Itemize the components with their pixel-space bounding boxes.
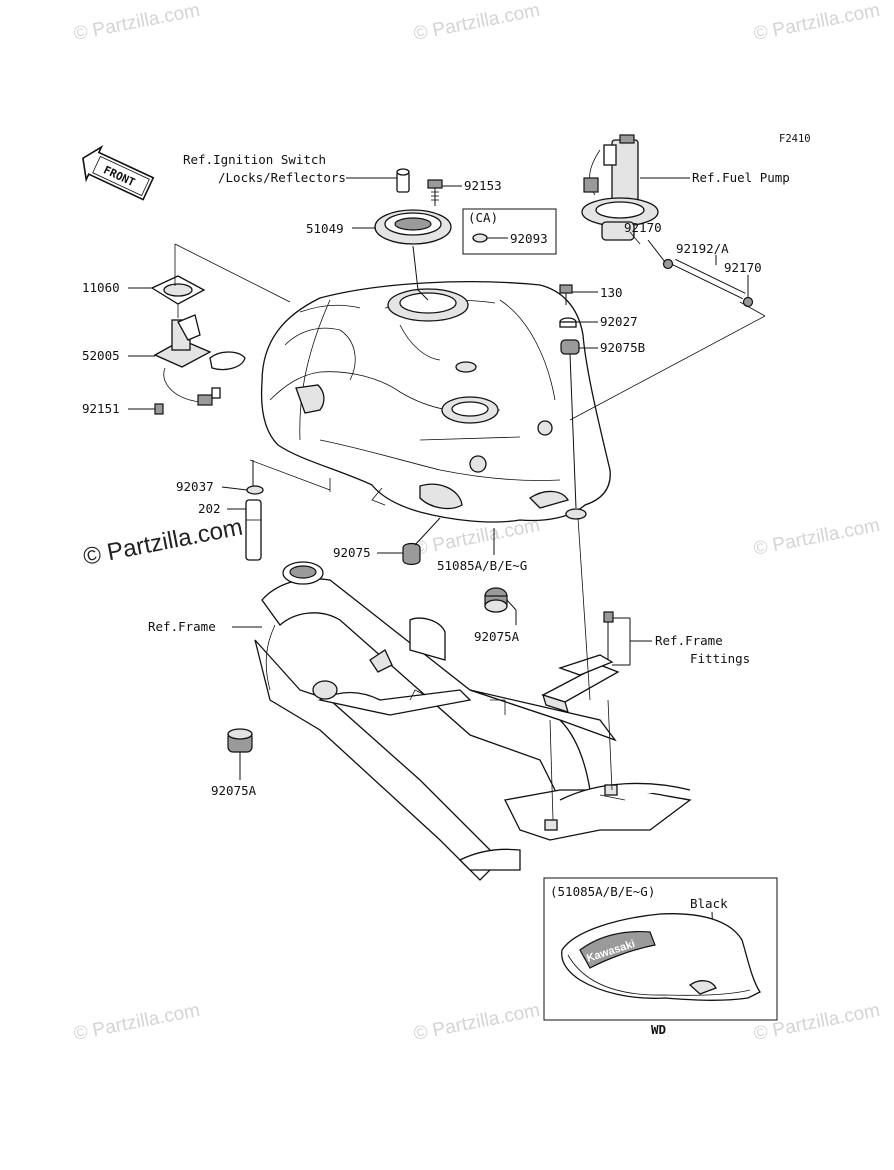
leader-lines xyxy=(128,177,766,821)
fuel-hose xyxy=(662,258,754,308)
damper-92075b xyxy=(560,339,580,509)
frame xyxy=(254,561,692,881)
inset-tank-color: (51085A/B/E~G) Black Kawasaki WD xyxy=(543,877,778,1037)
damper-92075a-left xyxy=(227,728,253,753)
inset-header: (51085A/B/E~G) xyxy=(550,884,655,899)
part-202: 202 xyxy=(198,501,221,516)
watermark-6: © Partzilla.com xyxy=(72,1000,202,1045)
damper-92075a-right xyxy=(484,587,508,613)
ca-box: (CA) 92093 xyxy=(462,208,557,255)
part-92170-top: 92170 xyxy=(624,220,662,235)
fuel-pump xyxy=(581,134,690,245)
frame-fitting-bracket xyxy=(541,611,620,713)
inset-color-label: Black xyxy=(690,896,728,911)
part-52005: 52005 xyxy=(82,348,120,363)
bolt-130 xyxy=(559,284,573,305)
part-92153: 92153 xyxy=(464,178,502,193)
frame-ref: Ref.Frame xyxy=(148,619,216,634)
ignition-switch-ref: Ref.Ignition Switch xyxy=(183,152,326,167)
watermark-2: © Partzilla.com xyxy=(412,0,542,45)
screw-92151 xyxy=(154,403,164,415)
watermark-3: © Partzilla.com xyxy=(752,0,882,45)
part-92170-right: 92170 xyxy=(724,260,762,275)
inset-caption: WD xyxy=(651,1022,666,1037)
fuel-pump-ref: Ref.Fuel Pump xyxy=(692,170,790,185)
part-92075b: 92075B xyxy=(600,340,645,355)
bolt-92153 xyxy=(427,179,443,206)
part-92151: 92151 xyxy=(82,401,120,416)
ignition-switch-ref-line2: /Locks/Reflectors xyxy=(218,170,346,185)
watermark-5: © Partzilla.com xyxy=(752,515,882,560)
washer-92027 xyxy=(559,317,577,328)
frame-fittings-ref: Ref.Frame xyxy=(655,633,723,648)
part-92027: 92027 xyxy=(600,314,638,329)
part-11060: 11060 xyxy=(82,280,120,295)
figure-code: F2410 xyxy=(779,133,811,145)
ca-tag: (CA) xyxy=(468,210,498,225)
watermark-bold: © Partzilla.com xyxy=(81,514,245,571)
drain-pipe xyxy=(245,460,264,561)
part-92192a: 92192/A xyxy=(676,241,729,256)
collar xyxy=(396,168,410,193)
watermark-7: © Partzilla.com xyxy=(412,1000,542,1045)
part-130: 130 xyxy=(600,285,623,300)
part-51049: 51049 xyxy=(306,221,344,236)
gasket-11060 xyxy=(150,275,206,305)
fuel-level-sensor xyxy=(153,314,246,406)
part-92075a-right: 92075A xyxy=(474,629,520,644)
part-92037: 92037 xyxy=(176,479,214,494)
part-92075: 92075 xyxy=(333,545,371,560)
damper-92075 xyxy=(402,517,441,566)
fuel-tank xyxy=(260,281,611,523)
part-51085: 51085A/B/E~G xyxy=(437,558,527,573)
frame-fittings-ref-line2: Fittings xyxy=(690,651,750,666)
front-arrow-icon: FRONT xyxy=(82,144,155,201)
watermark-1: © Partzilla.com xyxy=(72,0,202,45)
filler-cap xyxy=(374,209,452,301)
part-92093: 92093 xyxy=(510,231,548,246)
part-92075a-left: 92075A xyxy=(211,783,257,798)
